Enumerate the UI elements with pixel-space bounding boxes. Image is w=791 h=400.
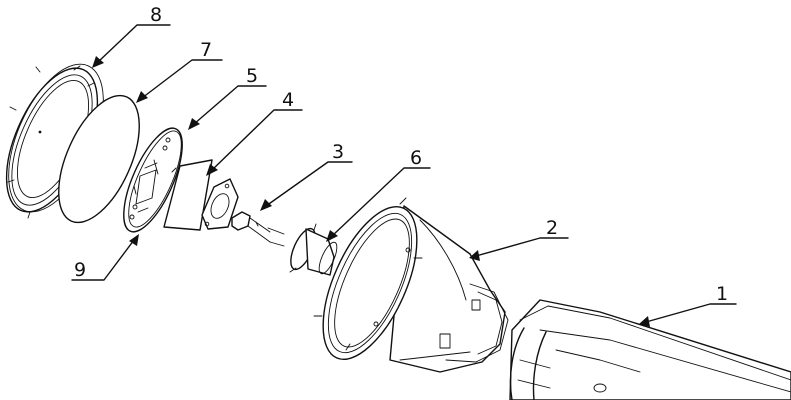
part-5-led-board	[123, 127, 183, 233]
part-4-thermal-pad	[163, 159, 213, 231]
callout-4: 4	[282, 89, 294, 111]
part-2-reflector-housing	[313, 197, 509, 373]
leader-lines	[71, 24, 737, 327]
callout-5: 5	[246, 65, 258, 87]
callout-6: 6	[410, 147, 422, 169]
callout-8: 8	[150, 4, 162, 26]
callout-labels: 8 7 5 4 3 6 2 1 9	[74, 4, 728, 305]
part-1-housing-body	[509, 299, 791, 400]
part-3-connector	[231, 211, 285, 247]
part-4-gasket	[201, 178, 239, 230]
callout-1: 1	[716, 283, 728, 305]
callout-7: 7	[200, 39, 212, 61]
callout-9: 9	[74, 259, 86, 281]
callout-3: 3	[332, 141, 344, 163]
callout-2: 2	[546, 217, 558, 239]
part-7-lens	[58, 94, 140, 224]
